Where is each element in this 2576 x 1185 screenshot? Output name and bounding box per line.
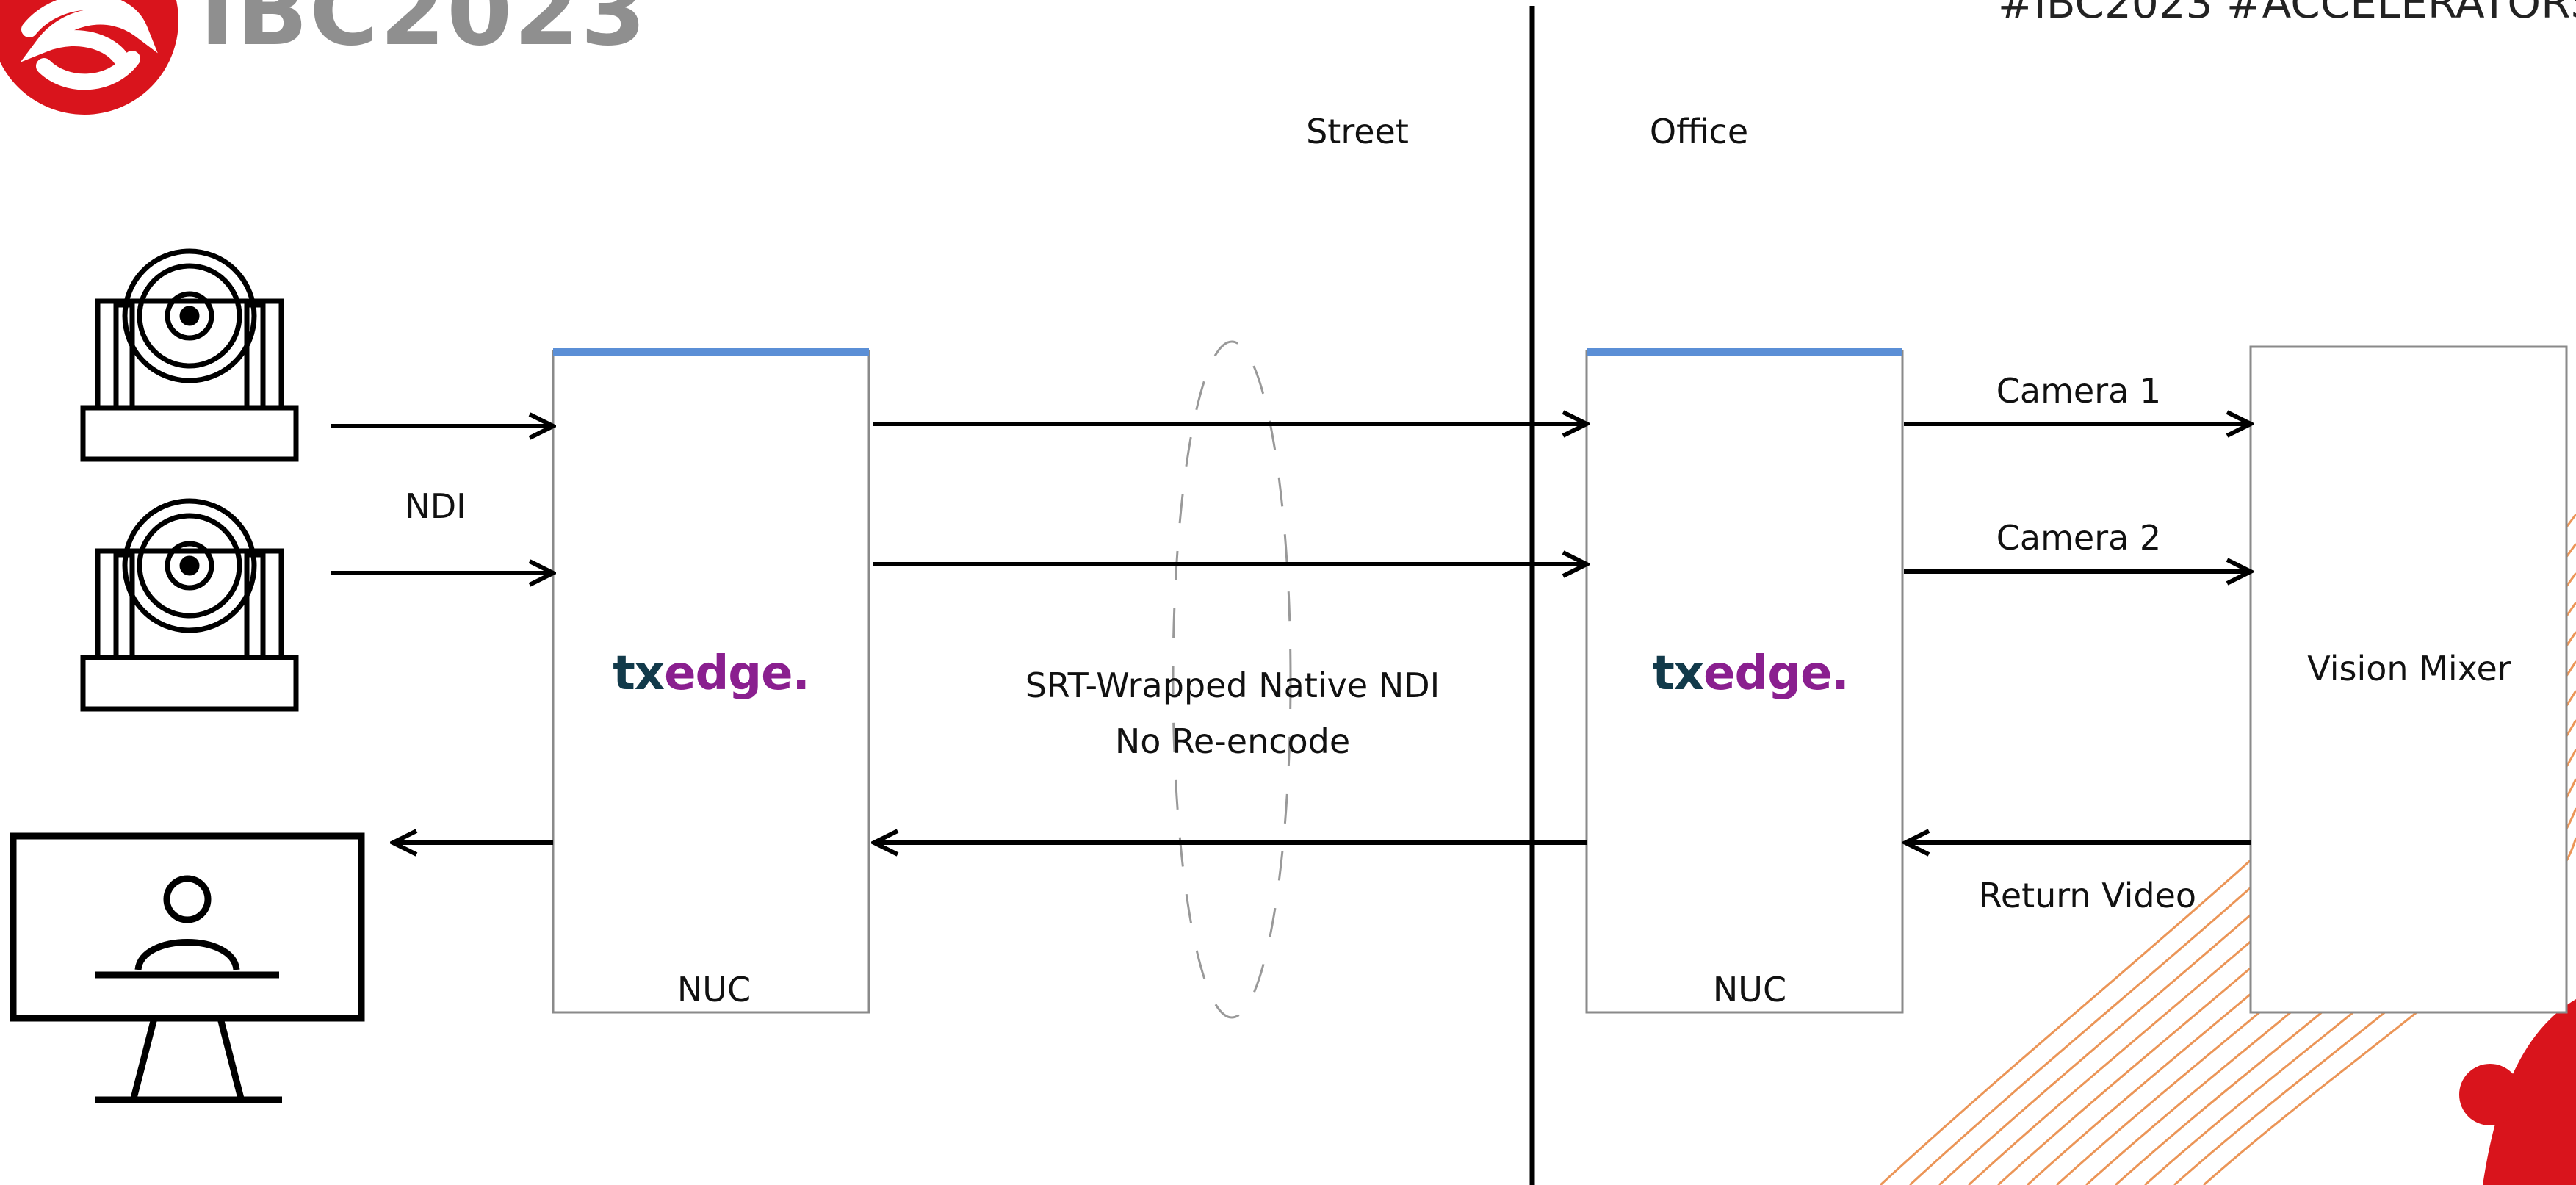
office-label: Office	[1649, 112, 1749, 151]
left-txedge-logo: txedge.	[613, 646, 810, 701]
srt-line1-label: SRT-Wrapped Native NDI	[1025, 666, 1440, 705]
decorative-red-dot	[2459, 1064, 2521, 1125]
ibc-logo-icon	[0, 0, 178, 115]
right-nuc-box	[1585, 348, 1904, 1014]
left-nuc-box	[552, 348, 870, 1014]
decorative-red-shape	[2483, 999, 2576, 1185]
camera-icon	[80, 498, 299, 712]
monitor-operator-icon	[10, 832, 365, 1103]
camera-icon	[80, 248, 299, 462]
return-video-label: Return Video	[1978, 876, 2197, 915]
arrows	[331, 424, 2251, 843]
srt-line2-label: No Re-encode	[1114, 721, 1351, 761]
right-txedge-logo: txedge.	[1652, 646, 1850, 701]
left-nuc-label: NUC	[677, 970, 751, 1009]
srt-tunnel-ellipse	[1172, 340, 1292, 1019]
hashtags: #IBC2023 #ACCELERATORS2	[1998, 0, 2576, 28]
camera1-label: Camera 1	[1996, 371, 2162, 411]
vision-mixer-label: Vision Mixer	[2307, 649, 2511, 688]
ndi-label: NDI	[405, 486, 466, 526]
right-nuc-label: NUC	[1712, 970, 1787, 1009]
camera2-label: Camera 2	[1996, 518, 2162, 558]
ibc-title: IBC2023	[200, 0, 648, 67]
street-label: Street	[1306, 112, 1409, 151]
vision-mixer-box	[2249, 345, 2568, 1014]
